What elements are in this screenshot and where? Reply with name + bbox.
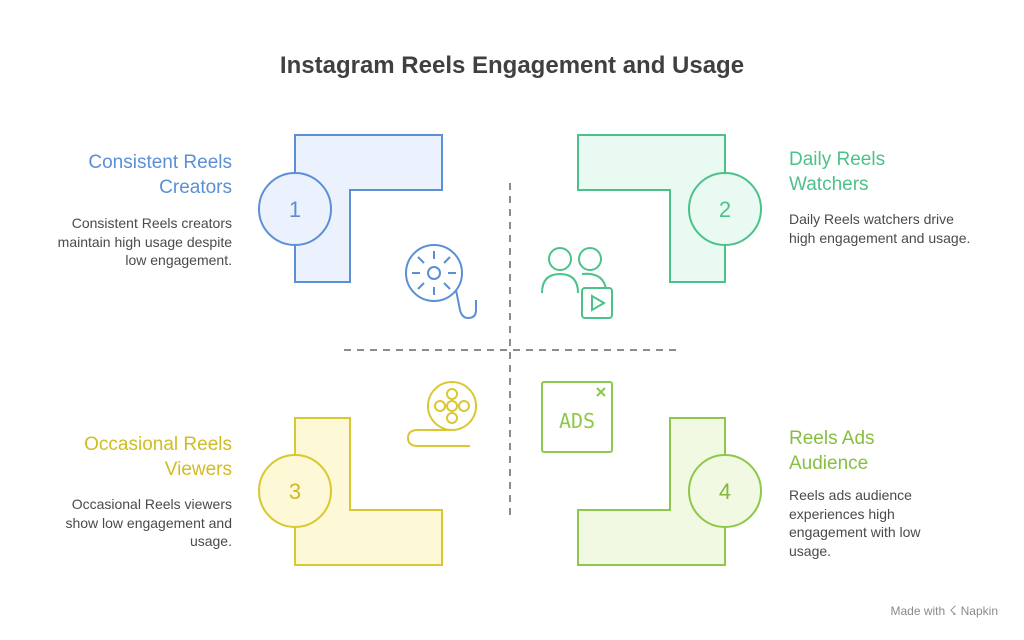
diagram-title: Instagram Reels Engagement and Usage [279, 52, 745, 79]
quadrant-4-badge [688, 454, 762, 528]
quadrant-1-heading: Consistent Reels Creators [88, 152, 232, 198]
quadrant-3-badge [258, 454, 332, 528]
film-reel-icon [405, 244, 477, 320]
users-video-icon [541, 247, 613, 319]
film-reel-tape-icon [406, 381, 477, 447]
quadrant-1-shape [294, 134, 443, 283]
quadrant-4-heading: Reels Ads Audience [789, 428, 875, 474]
footer-made-with: Made with [890, 604, 946, 618]
made-with-napkin[interactable]: Made with ☇ Napkin [890, 603, 998, 619]
quadrant-4-shape [577, 417, 726, 566]
quadrant-4-number: 4 [719, 479, 731, 504]
ads-icon: ADS [541, 381, 613, 453]
quadrant-3-number: 3 [289, 479, 301, 504]
quadrant-1-description: Consistent Reels creators maintain high … [57, 215, 232, 268]
footer-brand: Napkin [960, 604, 998, 618]
quadrant-2-badge [688, 172, 762, 246]
quadrant-4-description: Reels ads audience experiences high enga… [789, 487, 921, 559]
quadrant-2-description: Daily Reels watchers drive high engageme… [789, 211, 971, 246]
napkin-logo-icon: ☇ [949, 603, 957, 618]
quadrant-2-heading: Daily Reels Watchers [789, 149, 886, 195]
quadrant-2-shape [577, 134, 726, 283]
quadrant-1-number: 1 [289, 197, 301, 222]
quadrant-2-number: 2 [719, 197, 731, 222]
quadrant-3-description: Occasional Reels viewers show low engage… [65, 496, 232, 549]
quadrant-1-badge [258, 172, 332, 246]
quadrant-3-shape [294, 417, 443, 566]
ads-label: ADS [559, 409, 595, 433]
quadrant-3-heading: Occasional Reels Viewers [84, 434, 232, 480]
